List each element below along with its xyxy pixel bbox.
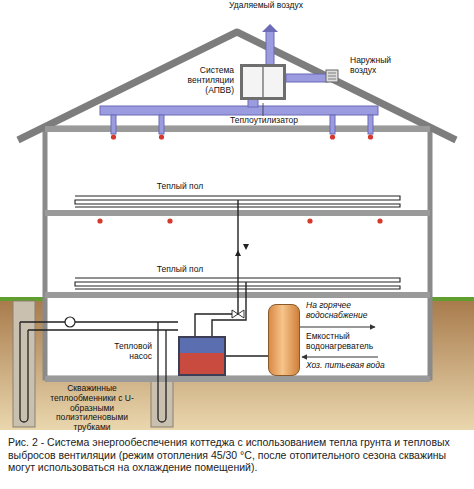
exhaust-arrow bbox=[262, 24, 278, 32]
circulation-pump bbox=[65, 317, 75, 327]
house-wall bbox=[45, 128, 430, 378]
ventilation-unit: Система вентиляции (АПВВ) bbox=[178, 64, 286, 100]
leader-line bbox=[263, 103, 264, 116]
borehole-label: Скважинные теплообменники с U-образными … bbox=[38, 384, 146, 433]
outdoor-air-label: Наружный воздух bbox=[350, 56, 410, 76]
duct-drops bbox=[111, 115, 373, 134]
cold-water-label: Хоз. питьевая вода bbox=[306, 361, 416, 371]
air-grille bbox=[326, 70, 338, 82]
cold-water-arrow bbox=[302, 357, 378, 358]
borehole bbox=[13, 301, 35, 427]
air-diffusers bbox=[97, 134, 382, 223]
borehole bbox=[151, 378, 173, 427]
floor-heating-label: Теплый пол bbox=[140, 265, 220, 275]
floor-heating-label: Теплый пол bbox=[140, 182, 220, 192]
air-grille bbox=[328, 73, 336, 79]
node-label: Тепловой насос bbox=[100, 342, 152, 362]
pipe-connector bbox=[226, 355, 268, 357]
air-duct bbox=[100, 106, 378, 115]
figure-caption: Рис. 2 - Система энергообеспечения котте… bbox=[8, 436, 466, 474]
roof bbox=[18, 32, 456, 140]
hot-water-arrow bbox=[300, 327, 375, 328]
exhaust-pipe bbox=[266, 31, 274, 65]
air-duct bbox=[248, 99, 258, 107]
exhaust-air-label: Удаляемый воздух bbox=[228, 1, 304, 11]
heat-recovery-label: Теплоутилизатор bbox=[218, 116, 310, 126]
node-label: Система вентиляции (АПВВ) bbox=[178, 66, 234, 95]
air-duct bbox=[286, 74, 328, 82]
ventilation-unit-body bbox=[240, 64, 286, 100]
ground-loop-pipe bbox=[20, 322, 178, 330]
u-tube bbox=[20, 322, 28, 422]
node-label: Емкостный водонагреватель bbox=[306, 332, 396, 352]
hot-water-label: На горячее водоснабжение bbox=[306, 301, 406, 321]
water-heater-body bbox=[268, 304, 300, 376]
u-tube bbox=[158, 322, 166, 422]
valve-symbol bbox=[232, 310, 244, 318]
riser-pipe bbox=[212, 282, 246, 336]
heat-pump-body bbox=[178, 336, 226, 376]
heat-pump: Тепловой насос bbox=[100, 336, 226, 376]
flow-arrow bbox=[235, 244, 249, 256]
floor-slab bbox=[45, 376, 430, 382]
